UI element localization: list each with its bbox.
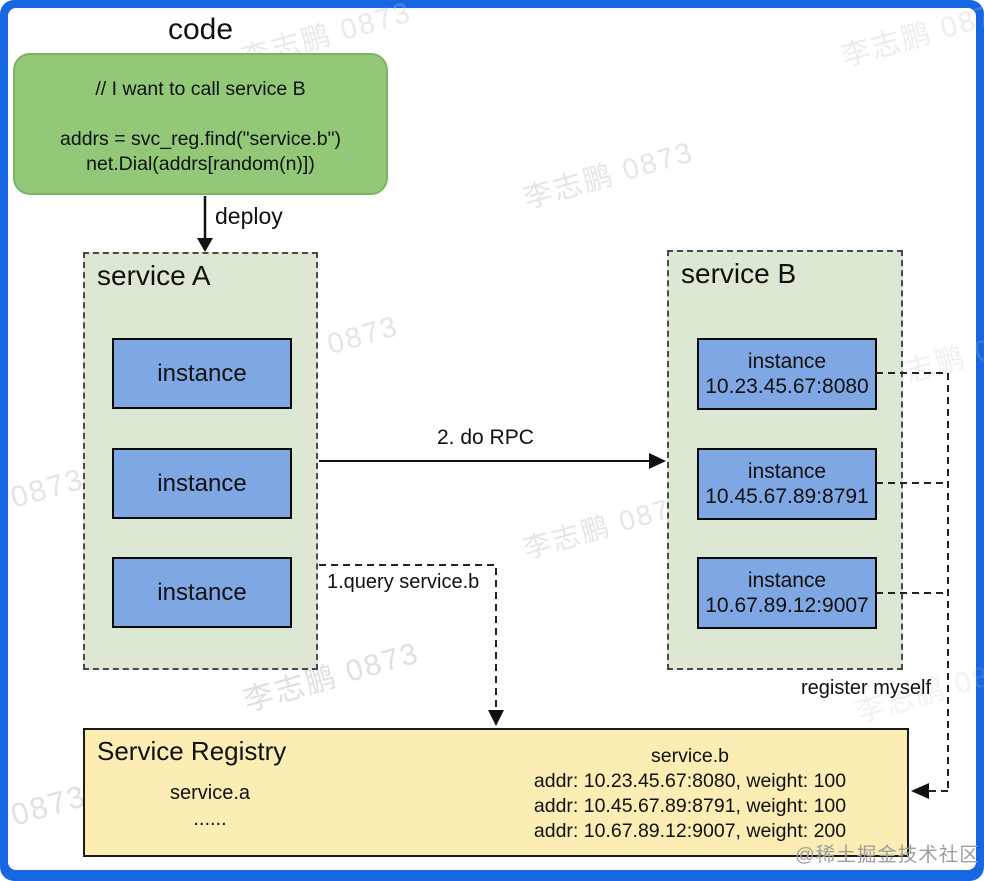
registry-addr-row: addr: 10.67.89.12:9007, weight: 200 bbox=[533, 820, 847, 842]
code-section-title: code bbox=[167, 13, 234, 46]
registry-addr-row: addr: 10.45.67.89:8791, weight: 100 bbox=[533, 795, 847, 817]
code-comment: // I want to call service B bbox=[95, 78, 306, 100]
service-registry-panel: Service Registry service.a ...... servic… bbox=[83, 728, 909, 857]
service-a-title: service A bbox=[97, 260, 211, 291]
service-a-instance: instance bbox=[112, 557, 292, 628]
registry-service-b-name: service.b bbox=[650, 745, 730, 767]
service-b-instance: instance 10.23.45.67:8080 bbox=[697, 338, 877, 410]
brand-watermark: @稀土掘金技术社区 bbox=[795, 844, 980, 866]
registry-service-a-ellipsis: ...... bbox=[193, 808, 227, 830]
instance-label: instance bbox=[747, 569, 827, 592]
instance-label: instance bbox=[747, 460, 827, 483]
registry-service-a-name: service.a bbox=[169, 782, 251, 804]
service-a-panel: service A instance instance instance bbox=[83, 252, 318, 670]
instance-address: 10.45.67.89:8791 bbox=[705, 485, 869, 508]
rpc-arrow-label: 2. do RPC bbox=[437, 426, 534, 449]
service-b-panel: service B instance 10.23.45.67:8080 inst… bbox=[667, 250, 903, 670]
service-b-title: service B bbox=[681, 258, 797, 289]
service-b-instance: instance 10.67.89.12:9007 bbox=[697, 557, 877, 629]
instance-address: 10.67.89.12:9007 bbox=[705, 594, 869, 617]
query-arrow-label: 1.query service.b bbox=[327, 571, 480, 593]
code-line: net.Dial(addrs[random(n)]) bbox=[86, 153, 315, 175]
service-b-instance: instance 10.45.67.89:8791 bbox=[697, 448, 877, 520]
registry-addr-row: addr: 10.23.45.67:8080, weight: 100 bbox=[533, 770, 847, 792]
registry-service-a-entry: service.a ...... bbox=[125, 780, 295, 832]
deploy-arrow-label: deploy bbox=[215, 203, 283, 229]
register-arrow-label: register myself bbox=[801, 677, 932, 699]
code-snippet-box: // I want to call service B addrs = svc_… bbox=[13, 53, 388, 195]
instance-label: instance bbox=[747, 350, 827, 373]
service-a-instance: instance bbox=[112, 448, 292, 519]
instance-address: 10.23.45.67:8080 bbox=[705, 375, 869, 398]
service-a-instance: instance bbox=[112, 338, 292, 409]
registry-service-b-entry: service.b addr: 10.23.45.67:8080, weight… bbox=[475, 744, 905, 844]
service-registry-title: Service Registry bbox=[97, 736, 287, 766]
code-line: addrs = svc_reg.find("service.b") bbox=[60, 128, 341, 150]
